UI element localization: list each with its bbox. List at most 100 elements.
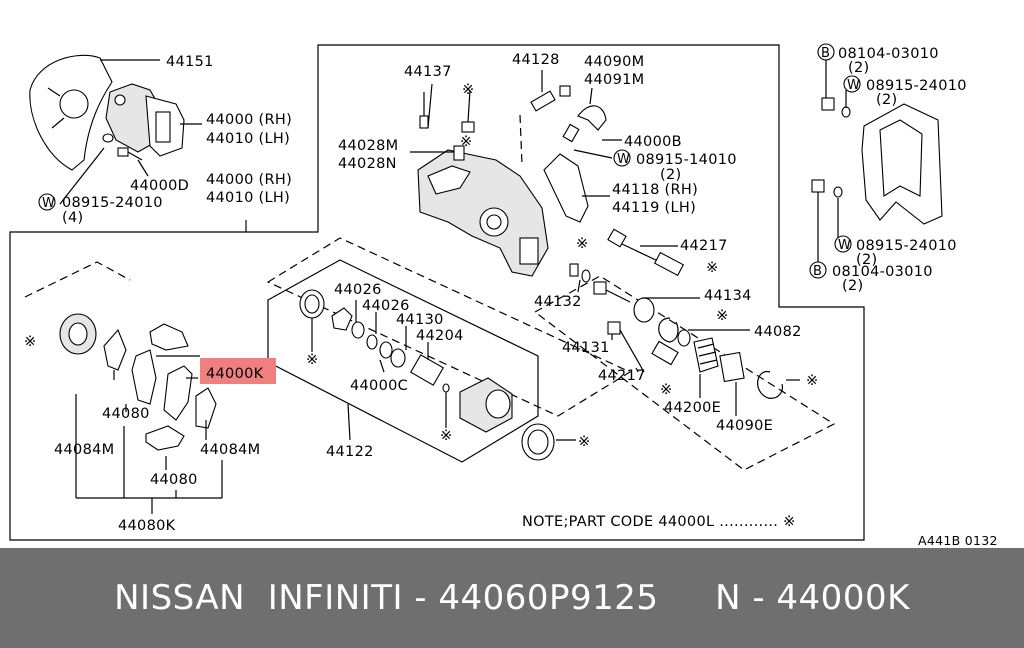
- pad-clip-icon: [145, 425, 185, 451]
- svg-text:※: ※: [462, 82, 474, 98]
- label-08915-24010: 08915-24010: [62, 195, 163, 211]
- bolt-icon: [811, 97, 851, 198]
- label-44080: 44080: [150, 472, 198, 488]
- svg-text:※: ※: [716, 308, 728, 324]
- label-08915-24010: 08915-24010: [866, 78, 967, 94]
- svg-text:※: ※: [306, 352, 318, 368]
- snap-ring-icon: [658, 317, 679, 343]
- label-44000b: 44000B: [624, 134, 682, 150]
- piston-seal-icon: [299, 289, 325, 319]
- svg-text:W: W: [847, 78, 860, 93]
- pad-retainer-icon: [149, 323, 189, 351]
- svg-text:B: B: [821, 46, 830, 61]
- piston-icon: [459, 377, 513, 433]
- svg-text:※: ※: [440, 428, 452, 444]
- bleeder-screw-icon: [419, 92, 429, 129]
- bolt-icon: [117, 147, 143, 161]
- label-44028n: 44028N: [338, 156, 397, 172]
- label-44000-rh-b: 44000 (RH): [206, 172, 292, 188]
- boot-icon: [633, 297, 655, 323]
- bushing-icon: [651, 329, 691, 366]
- svg-text:※: ※: [578, 434, 590, 450]
- torque-member-icon: [543, 153, 589, 223]
- svg-text:※: ※: [460, 134, 472, 150]
- label-08915-24010: 08915-24010: [856, 238, 957, 254]
- repair-kit-dashed-box: [533, 275, 836, 471]
- label-44119-lh: 44119 (LH): [612, 200, 696, 216]
- label-44131: 44131: [562, 340, 610, 356]
- exploded-parts-diagram: 44151 44000 (RH) 44010 (LH) 44000D W 089…: [9, 43, 998, 548]
- label-44130: 44130: [396, 312, 444, 328]
- adjuster-nut-icon: [390, 348, 406, 368]
- label-44090e: 44090E: [716, 418, 773, 434]
- label-44132: 44132: [534, 294, 582, 310]
- label-44151: 44151: [166, 54, 214, 70]
- shim-icon: [331, 307, 353, 331]
- svg-text:※: ※: [576, 236, 588, 252]
- diagram-frame: [9, 44, 865, 541]
- dust-seal-icon: [521, 423, 555, 461]
- bolt-symbol-icon: B: [809, 261, 827, 279]
- label-44134: 44134: [704, 288, 752, 304]
- lock-pin-icon: [607, 321, 645, 373]
- washer-symbol-icon: W: [38, 193, 56, 211]
- label-08104-03010: 08104-03010: [832, 264, 933, 280]
- label-44026: 44026: [362, 298, 410, 314]
- label-qty-2: (2): [660, 167, 681, 183]
- label-44090m: 44090M: [584, 54, 644, 70]
- label-44000c: 44000C: [350, 378, 408, 394]
- label-44028m: 44028M: [338, 138, 398, 154]
- caliper-bracket-icon: [861, 103, 943, 225]
- label-08915-14010: 08915-14010: [636, 152, 737, 168]
- pin-bushing-icon: [719, 351, 745, 383]
- label-44000-rh: 44000 (RH): [206, 112, 292, 128]
- note-text: NOTE;PART CODE 44000L ............ ※: [522, 514, 796, 530]
- pin-boot-icon: [530, 85, 571, 112]
- label-44000k-highlighted: 44000K: [206, 366, 264, 382]
- label-44084m: 44084M: [54, 442, 114, 458]
- label-44080: 44080: [102, 406, 150, 422]
- svg-text:※: ※: [24, 334, 36, 350]
- label-44200e: 44200E: [664, 400, 721, 416]
- retaining-ring-icon: [757, 371, 783, 399]
- svg-text:※: ※: [660, 382, 672, 398]
- washer-symbol-icon: W: [834, 235, 852, 253]
- washer-icon: [102, 133, 114, 143]
- label-44204: 44204: [416, 328, 464, 344]
- dust-cover-icon: [59, 313, 97, 355]
- adjuster-spindle-icon: [409, 342, 445, 386]
- reference-code: A441B 0132: [918, 533, 998, 548]
- bolt-symbol-icon: B: [817, 43, 835, 61]
- ring-icon: [351, 321, 393, 359]
- pin-icon: [569, 263, 591, 283]
- svg-text:※: ※: [706, 260, 718, 276]
- label-qty-4: (4): [62, 210, 83, 226]
- label-qty-2: (2): [842, 278, 863, 294]
- shim-plate-icon: [195, 387, 217, 429]
- brake-pad-inner-icon: [131, 349, 157, 405]
- pad-spring-icon: [562, 105, 607, 143]
- washer-symbol-icon: W: [843, 75, 861, 93]
- label-44217: 44217: [598, 368, 646, 384]
- part-number-footer: NISSAN INFINITI - 44060P9125 N - 44000K: [0, 548, 1024, 648]
- highlighted-part-box: [200, 358, 276, 384]
- seal-kit-dashed-box: [266, 237, 632, 417]
- label-08104-03010: 08104-03010: [838, 46, 939, 62]
- label-44084m: 44084M: [200, 442, 260, 458]
- dust-boot-icon: [693, 337, 719, 373]
- svg-text:W: W: [838, 238, 851, 253]
- svg-text:W: W: [617, 152, 630, 167]
- label-qty-2: (2): [876, 92, 897, 108]
- asterisk-marker-icons: ※ ※ ※ ※ ※ ※ ※ ※ ※ ※ ※: [24, 82, 818, 450]
- splash-shield-icon: [29, 54, 113, 171]
- label-44217: 44217: [680, 238, 728, 254]
- label-qty-2: (2): [856, 252, 877, 268]
- guide-bolt-icon: [593, 281, 631, 303]
- svg-text:※: ※: [806, 373, 818, 389]
- brake-pad-outer-icon: [163, 365, 193, 421]
- caliper-assembly-icon: [105, 83, 185, 157]
- label-44082: 44082: [754, 324, 802, 340]
- label-44137: 44137: [404, 64, 452, 80]
- label-44080k: 44080K: [118, 518, 176, 534]
- label-44026: 44026: [334, 282, 382, 298]
